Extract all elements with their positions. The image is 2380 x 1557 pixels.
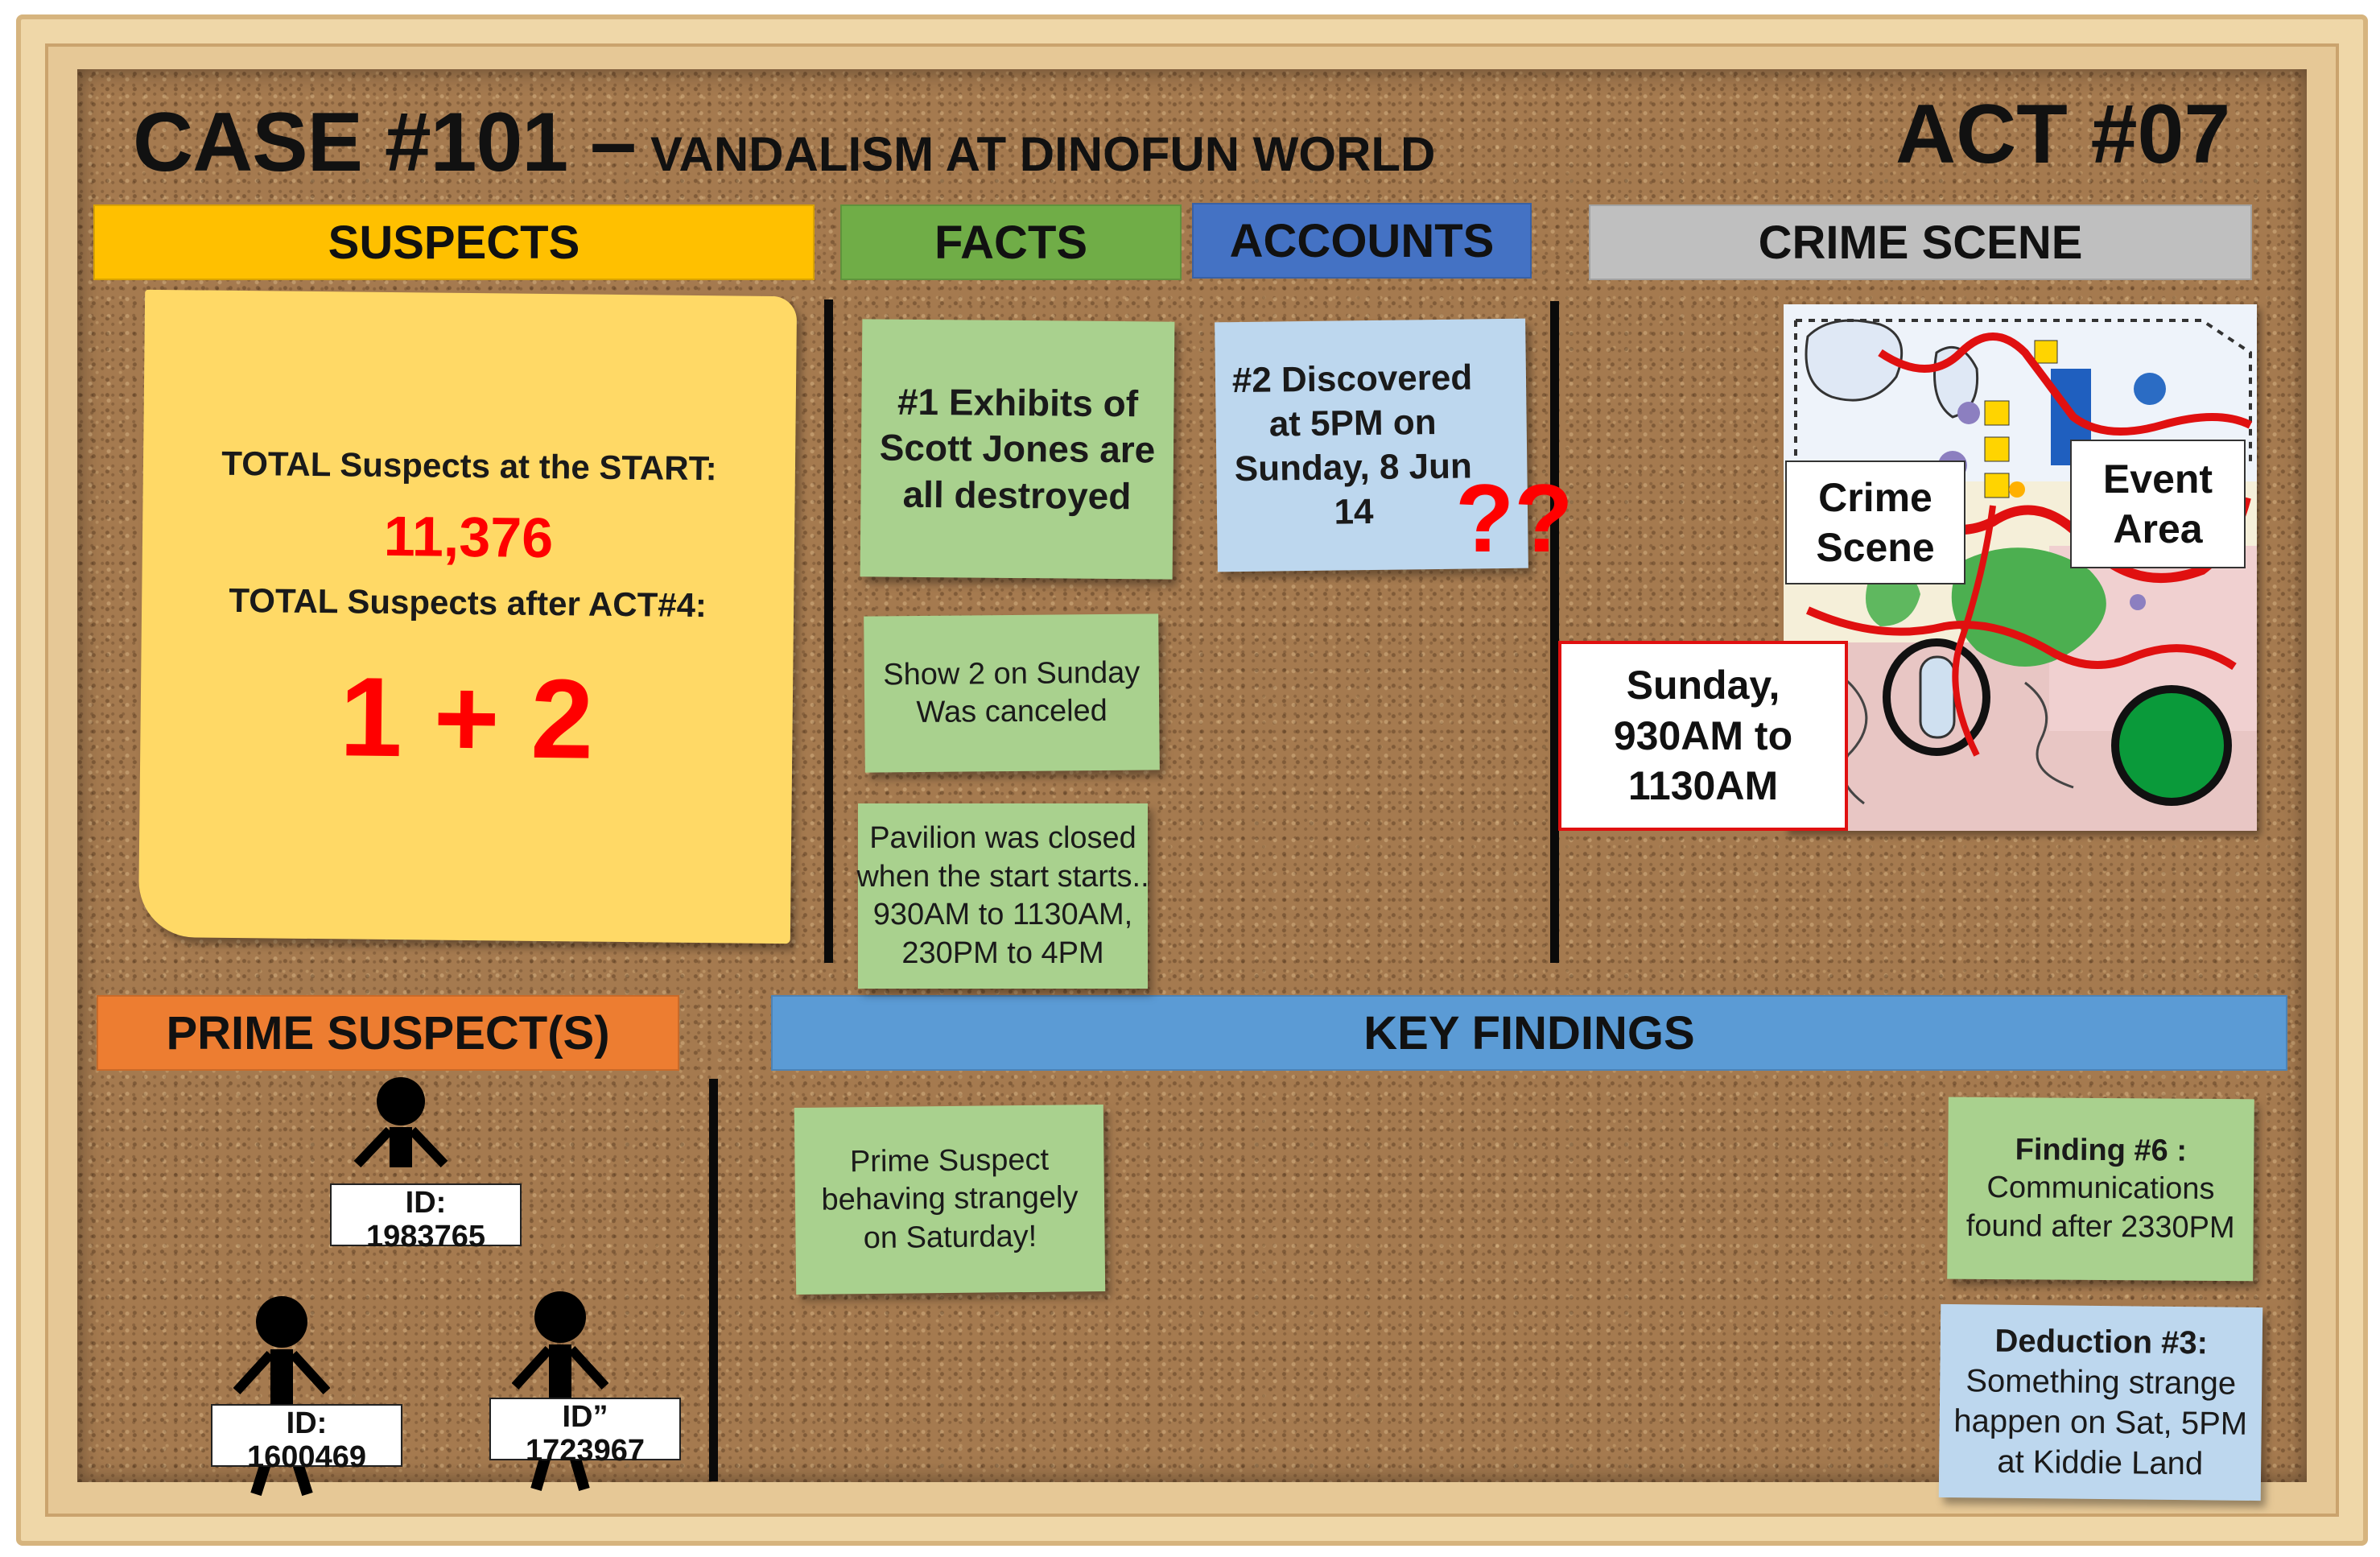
finding-note-prime-suspect: Prime Suspect behaving strangely on Satu… <box>794 1104 1106 1295</box>
crime-scene-header: CRIME SCENE <box>1589 204 2252 280</box>
fact-note-1: #1 Exhibits of Scott Jones are all destr… <box>860 319 1175 580</box>
finding-6-text: Communications found after 2330PM <box>1965 1171 2235 1245</box>
suspect-figure-1 <box>353 1077 449 1202</box>
divider-prime-findings <box>709 1079 718 1481</box>
case-number: CASE #101 – <box>133 96 637 189</box>
suspects-after-value: 1 + 2 <box>339 653 595 783</box>
finding-note-6: Finding #6 : Communications found after … <box>1947 1097 2254 1282</box>
suspect-id-number-1: 1983765 <box>366 1219 485 1253</box>
crime-scene-label: Crime Scene <box>1816 474 1935 571</box>
deduction-3-title: Deduction #3: <box>1994 1323 2209 1361</box>
suspects-start-label: TOTAL Suspects at the START: <box>221 444 717 488</box>
finding-6-title: Finding #6 : <box>2015 1133 2188 1168</box>
suspects-start-value: 11,376 <box>383 504 554 569</box>
fact-2-text: Show 2 on Sunday Was canceled <box>883 655 1141 730</box>
crime-scene-callout: Crime Scene <box>1785 460 1965 584</box>
question-marks: ?? <box>1455 465 1574 572</box>
facts-header: FACTS <box>840 204 1182 280</box>
case-name: VANDALISM AT DINOFUN WORLD <box>650 127 1436 181</box>
suspect-id-card-3: ID” 1723967 <box>489 1398 681 1468</box>
fact-note-3: Pavilion was closed when the start start… <box>856 803 1149 989</box>
fact-1-text: #1 Exhibits of Scott Jones are all destr… <box>879 380 1156 517</box>
crime-time-callout: Sunday, 930AM to 1130AM <box>1558 641 1848 831</box>
finding-prime-suspect-text: Prime Suspect behaving strangely on Satu… <box>821 1142 1079 1255</box>
suspect-id-card-1: ID: 1983765 <box>330 1183 522 1253</box>
divider-accounts-crime <box>1550 301 1559 963</box>
event-area-callout: Event Area <box>2070 440 2246 568</box>
divider-suspects-facts <box>824 299 833 963</box>
fact-3-text: Pavilion was closed when the start start… <box>856 821 1149 970</box>
deduction-3-text: Something strange happen on Sat, 5PM at … <box>1953 1363 2248 1482</box>
suspects-note: TOTAL Suspects at the START: 11,376 TOTA… <box>138 289 798 944</box>
crime-time-label: Sunday, 930AM to 1130AM <box>1613 663 1793 809</box>
suspect-id-label-3: ID” <box>562 1400 608 1434</box>
fact-note-2: Show 2 on Sunday Was canceled <box>864 613 1160 773</box>
suspect-id-label-2: ID: <box>286 1406 328 1440</box>
suspect-id-number-2: 1600469 <box>247 1439 366 1474</box>
deduction-note-3: Deduction #3: Something strange happen o… <box>1938 1303 2263 1501</box>
person-icon <box>353 1077 448 1168</box>
suspect-id-number-3: 1723967 <box>526 1433 645 1468</box>
case-title: CASE #101 – VANDALISM AT DINOFUN WORLD <box>133 95 1435 192</box>
suspect-id-card-2: ID: 1600469 <box>211 1404 402 1474</box>
account-text: #2 Discovered at 5PM on Sunday, 8 Jun 14 <box>1231 357 1473 532</box>
suspects-after-label: TOTAL Suspects after ACT#4: <box>229 581 707 625</box>
prime-suspects-header: PRIME SUSPECT(S) <box>97 995 679 1071</box>
act-number: ACT #07 <box>1895 88 2231 181</box>
suspect-id-label-1: ID: <box>405 1186 447 1220</box>
suspects-header: SUSPECTS <box>93 204 815 280</box>
event-area-label: Event Area <box>2102 456 2213 552</box>
key-findings-header: KEY FINDINGS <box>771 995 2287 1071</box>
accounts-header: ACCOUNTS <box>1192 203 1532 279</box>
